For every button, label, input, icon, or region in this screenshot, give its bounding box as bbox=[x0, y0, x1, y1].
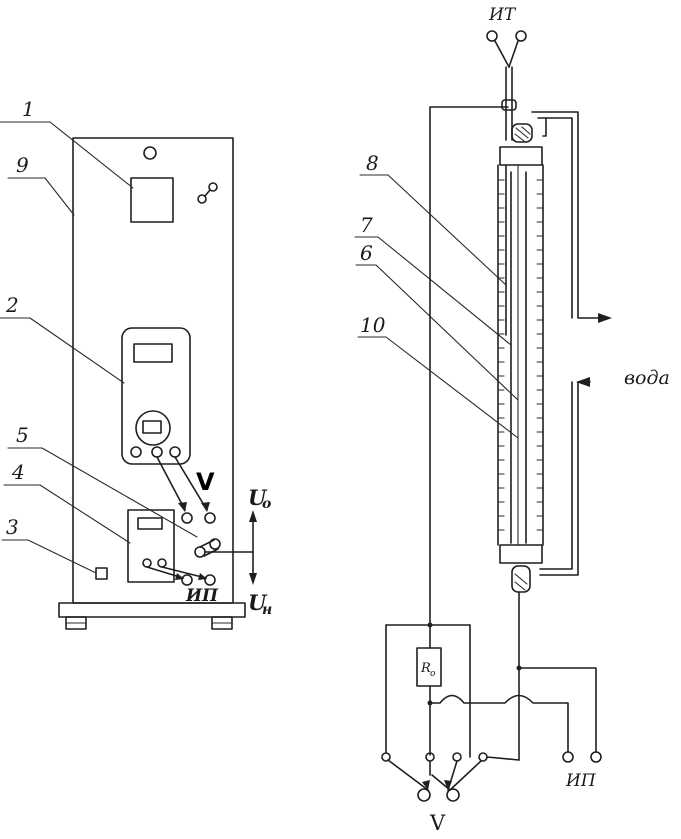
label-voda: вода bbox=[624, 367, 670, 389]
it-terminal-right bbox=[515, 30, 527, 42]
power-supply-terminal bbox=[142, 558, 152, 568]
instrument-stand bbox=[0, 121, 257, 630]
lead-wire bbox=[161, 566, 207, 579]
power-supply-terminal bbox=[157, 558, 167, 568]
ip-right-terminal bbox=[562, 751, 574, 763]
item-5-selector-switch bbox=[194, 538, 254, 558]
stand-base bbox=[58, 602, 246, 618]
bottom-cap bbox=[499, 544, 543, 564]
bottom-plug bbox=[511, 565, 531, 593]
power-switch-icon bbox=[197, 182, 218, 204]
front-panel bbox=[72, 137, 234, 604]
label-5: 5 bbox=[16, 423, 29, 447]
voltmeter-terminal-bottom bbox=[417, 788, 431, 802]
ip-terminal bbox=[181, 574, 193, 586]
voltmeter-lead bbox=[387, 759, 429, 791]
multimeter-terminal bbox=[151, 446, 163, 458]
top-cap bbox=[499, 146, 543, 166]
multimeter-dial bbox=[135, 410, 171, 446]
item-4-power-supply bbox=[127, 509, 175, 583]
water-inlet-pipe bbox=[539, 381, 591, 576]
voltmeter-terminal bbox=[181, 512, 193, 524]
voltmeter-terminal bbox=[204, 512, 216, 524]
label-volt-bottom: V bbox=[429, 811, 446, 835]
water-outlet-pipe bbox=[531, 111, 606, 319]
label-volt-left: V bbox=[196, 468, 215, 496]
multimeter-terminal bbox=[169, 446, 181, 458]
label-ip-left: ИП bbox=[185, 586, 219, 606]
crossover-wire bbox=[429, 694, 569, 753]
item-1-window bbox=[130, 177, 174, 223]
voltmeter-terminal-bottom bbox=[446, 788, 460, 802]
label-7: 7 bbox=[360, 213, 373, 237]
it-terminal-left bbox=[486, 30, 498, 42]
multimeter-display bbox=[133, 343, 173, 363]
label-un: U bbox=[248, 590, 268, 615]
label-6: 6 bbox=[360, 241, 373, 265]
label-4: 4 bbox=[11, 460, 25, 484]
lead-wire bbox=[156, 456, 186, 511]
label-u0: U bbox=[248, 485, 268, 510]
label-1: 1 bbox=[22, 97, 35, 121]
label-2: 2 bbox=[5, 293, 19, 317]
item-3-switch bbox=[95, 567, 108, 580]
label-r0: R bbox=[420, 661, 431, 676]
label-9: 9 bbox=[16, 153, 29, 177]
panel-screw-hole bbox=[143, 146, 157, 160]
label-it: ИТ bbox=[488, 5, 517, 25]
jacket-hatching bbox=[497, 179, 544, 531]
resistor-r0 bbox=[416, 647, 442, 687]
item-2-multimeter bbox=[121, 327, 191, 465]
power-supply-display bbox=[137, 517, 163, 530]
top-plug bbox=[511, 123, 533, 143]
ip-right-terminal bbox=[590, 751, 602, 763]
label-u0-sub: o bbox=[262, 496, 271, 512]
label-10: 10 bbox=[360, 313, 386, 337]
lead-wire bbox=[174, 456, 208, 511]
label-ip-right: ИП bbox=[565, 771, 597, 791]
label-3: 3 bbox=[6, 515, 19, 539]
current-lead-top bbox=[429, 106, 509, 626]
multimeter-dial-window bbox=[142, 420, 162, 434]
measurement-cell bbox=[354, 30, 612, 802]
multimeter-terminal bbox=[130, 446, 142, 458]
ip-terminal bbox=[204, 574, 216, 586]
label-un-sub: н bbox=[262, 602, 272, 618]
label-r0-sub: o bbox=[430, 669, 436, 679]
label-8: 8 bbox=[366, 151, 379, 175]
